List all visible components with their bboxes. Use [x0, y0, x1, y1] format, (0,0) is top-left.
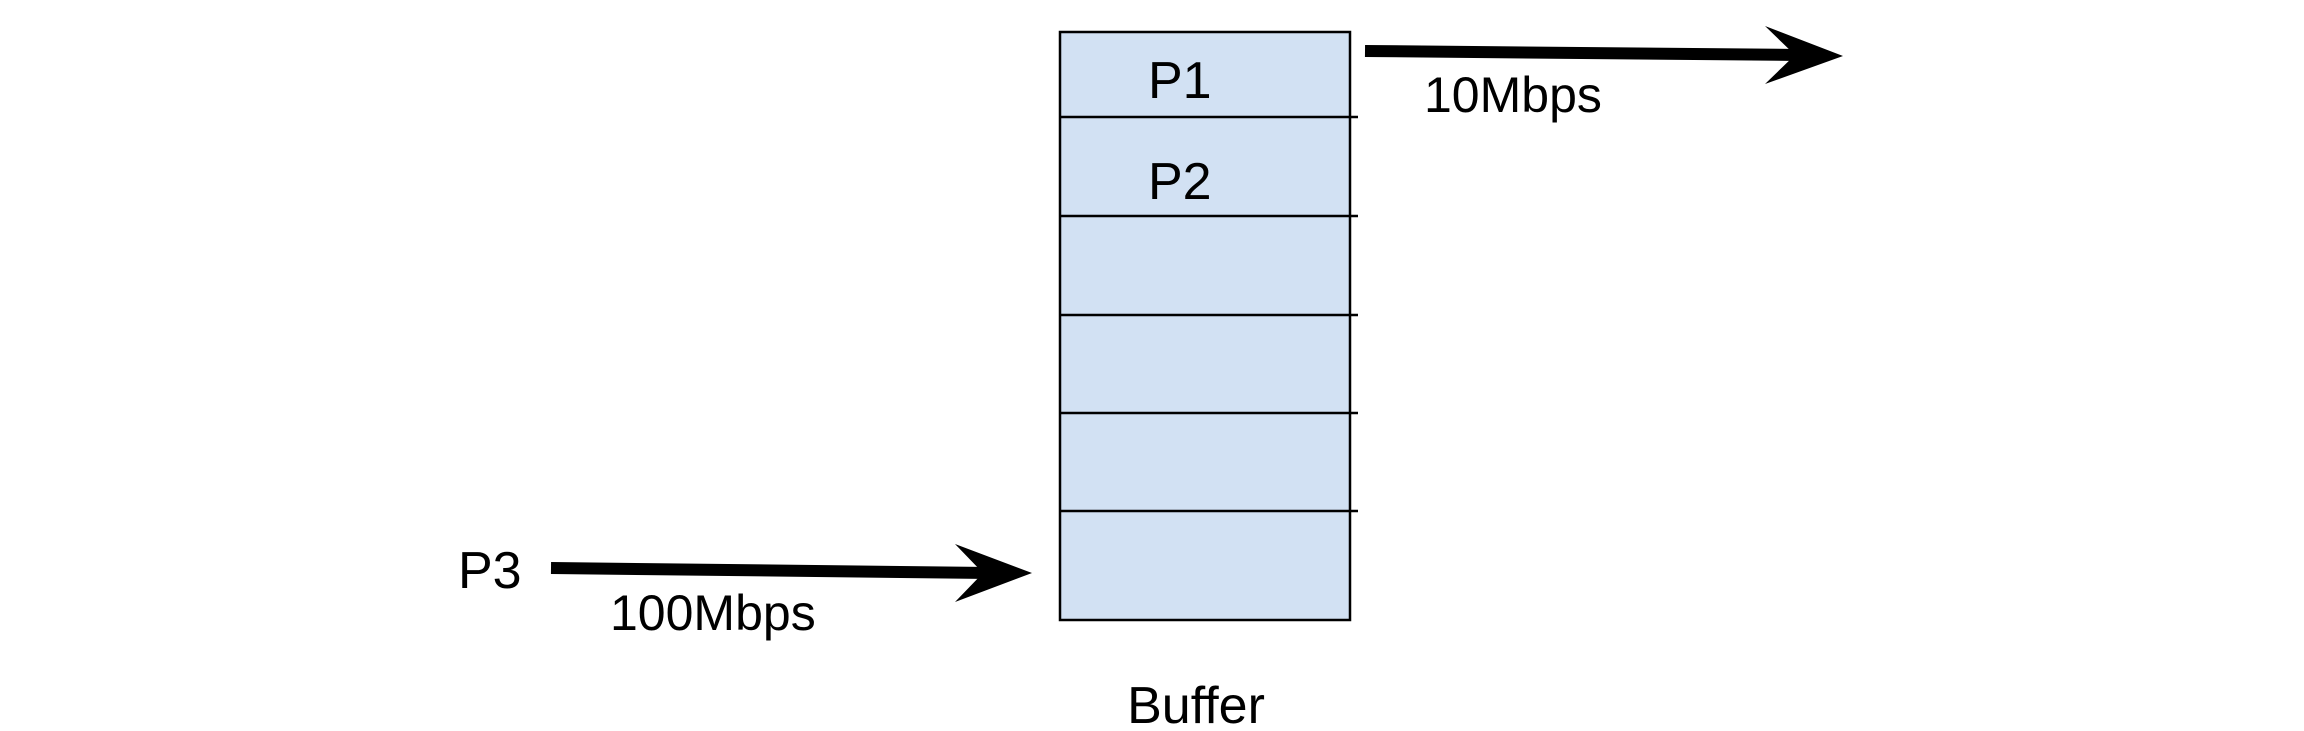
- incoming-packet-label: P3: [458, 542, 522, 600]
- buffer-slot-label: P1: [1148, 52, 1212, 110]
- outgoing-rate-label: 10Mbps: [1424, 67, 1602, 123]
- outgoing-arrow-shaft: [1364, 45, 1801, 61]
- incoming-link: P3 100Mbps: [458, 542, 1032, 641]
- incoming-arrow-shaft: [550, 562, 991, 579]
- buffer: P1 P2: [1058, 30, 1358, 622]
- buffer-slot-label: P2: [1148, 153, 1212, 211]
- outgoing-arrow-head: [1765, 26, 1843, 84]
- incoming-rate-label: 100Mbps: [610, 585, 816, 641]
- buffer-caption: Buffer: [1127, 677, 1265, 731]
- buffer-box: [1058, 30, 1352, 622]
- outgoing-link: 10Mbps: [1364, 26, 1843, 123]
- incoming-arrow-head: [955, 544, 1032, 602]
